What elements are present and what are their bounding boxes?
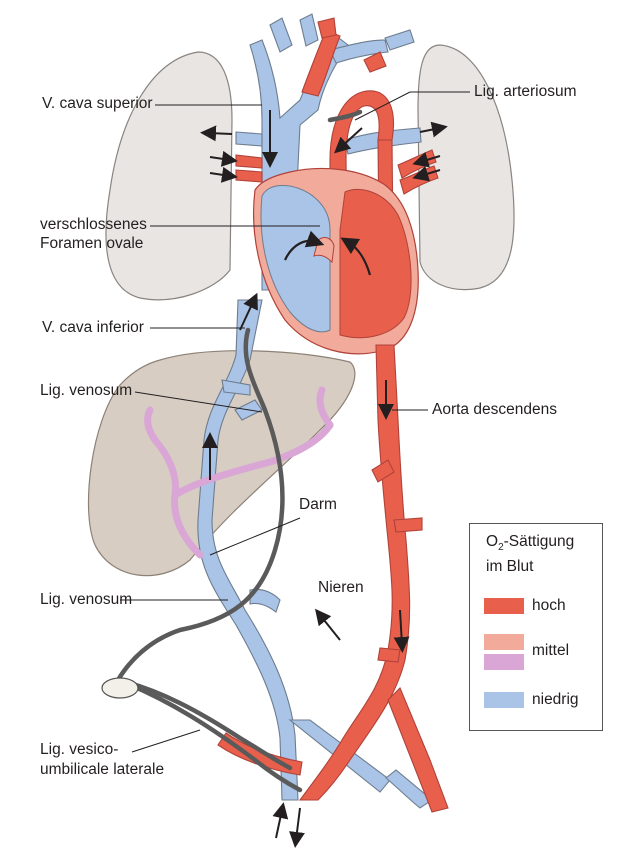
legend-label-mittel: mittel [532, 642, 569, 660]
left-lung [106, 52, 232, 300]
label-aorta-descendens: Aorta descendens [432, 400, 557, 419]
legend-label-hoch: hoch [532, 597, 566, 615]
label-v-cava-inferior: V. cava inferior [42, 318, 144, 337]
legend-swatch-niedrig [484, 692, 524, 708]
label-lig-vesico-line1: Lig. vesico- [40, 740, 118, 759]
legend-title-suffix: -Sättigung [504, 533, 575, 550]
legend-title-prefix: O [486, 533, 498, 550]
label-lig-venosum-bottom: Lig. venosum [40, 590, 132, 609]
legend-title: O2-Sättigung im Blut [486, 532, 574, 576]
label-darm: Darm [299, 495, 337, 514]
label-nieren: Nieren [318, 578, 364, 597]
label-lig-vesico-line2: umbilicale laterale [40, 760, 164, 779]
label-foramen-ovale-line1: verschlossenes [40, 215, 147, 234]
legend-swatch-hoch [484, 598, 524, 614]
label-v-cava-superior: V. cava superior [42, 94, 153, 113]
legend-label-niedrig: niedrig [532, 691, 579, 709]
umbilicus [102, 678, 138, 698]
legend-swatch-mittel-alt [484, 654, 524, 670]
legend-swatch-mittel [484, 634, 524, 650]
heart [254, 168, 419, 353]
legend-title-line2: im Blut [486, 558, 533, 575]
legend: O2-Sättigung im Blut hoch mittel niedrig [469, 523, 603, 731]
label-lig-arteriosum: Lig. arteriosum [474, 82, 577, 101]
label-foramen-ovale-line2: Foramen ovale [40, 234, 143, 253]
label-lig-venosum-top: Lig. venosum [40, 381, 132, 400]
